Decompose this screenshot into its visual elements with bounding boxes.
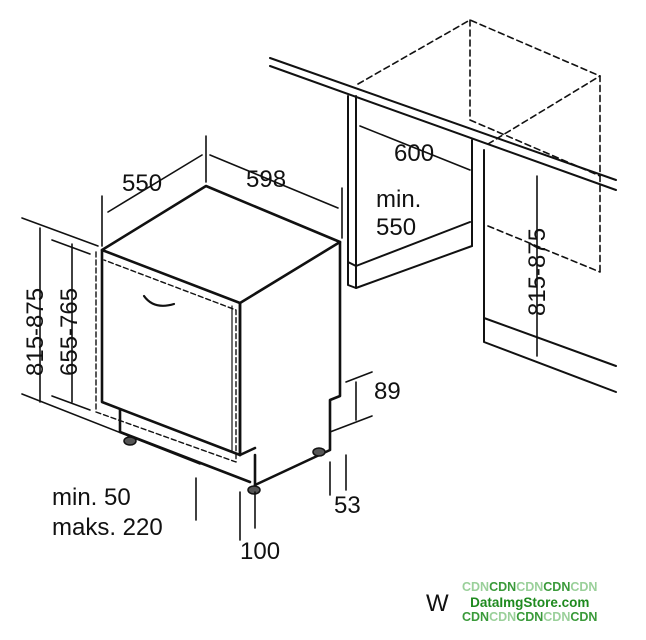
- dim-foot-offset: 100: [240, 538, 281, 565]
- countertop: [269, 57, 617, 191]
- dim-width: 598: [246, 166, 287, 193]
- door-handle: [142, 294, 176, 307]
- dim-plinth-min: min. 50: [52, 484, 131, 511]
- dim-plinth-max: maks. 220: [52, 514, 163, 541]
- feet: [123, 436, 326, 495]
- corner-letter: W: [426, 590, 449, 617]
- dim-plinth-recess: 53: [334, 492, 361, 519]
- dim-depth: 550: [122, 170, 163, 197]
- dim-niche-height: 815-875: [524, 227, 551, 316]
- dim-door-height: 655-765: [56, 287, 83, 376]
- dim-niche-depth: 550: [376, 214, 417, 241]
- cabinet-panel: [347, 95, 617, 393]
- dimension-lines: [21, 125, 538, 541]
- dim-niche-width: 600: [394, 140, 435, 167]
- dim-height-left: 815-875: [22, 287, 49, 376]
- watermark: CDNCDNCDNCDNCDN DataImgStore.com CDNCDNC…: [462, 580, 598, 624]
- dashed-cabinet: [357, 19, 601, 273]
- dim-niche-depth-min: min.: [376, 186, 422, 213]
- dim-plinth-height: 89: [374, 378, 401, 405]
- door-outline-dashed: [95, 251, 237, 463]
